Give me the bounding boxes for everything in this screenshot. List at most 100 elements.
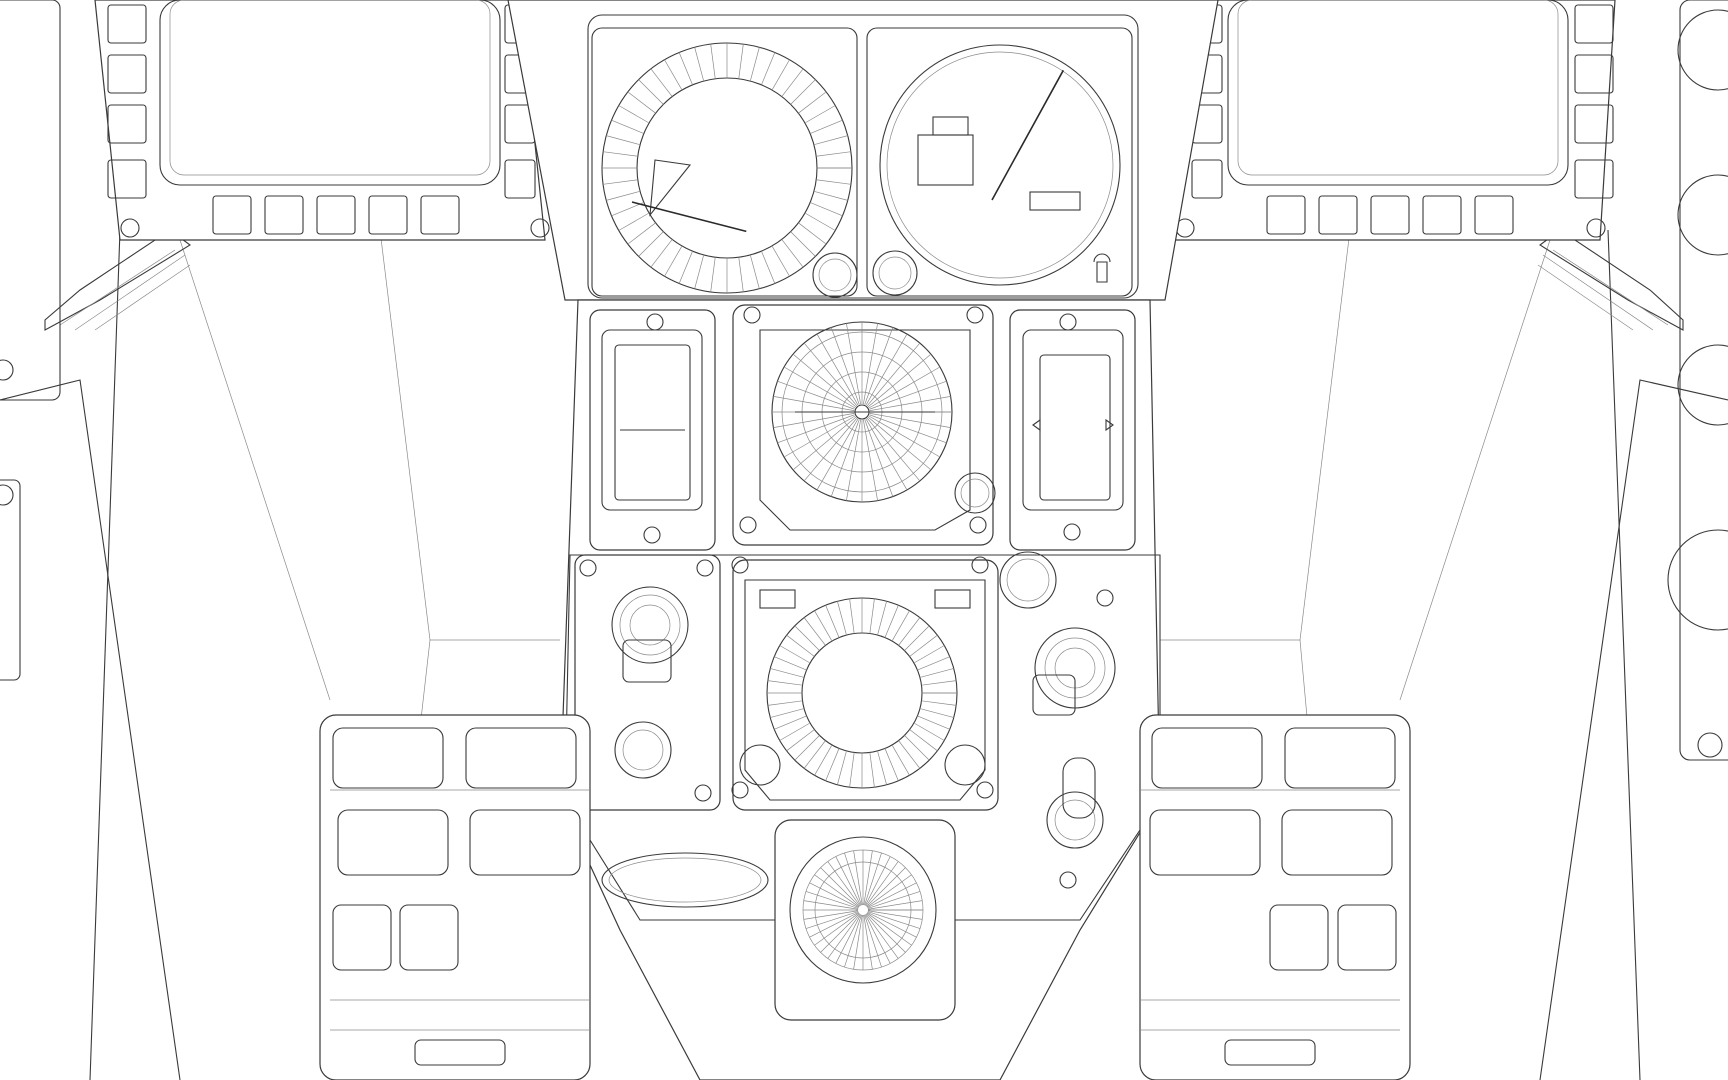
mfd-button[interactable] bbox=[368, 195, 408, 235]
dial-tick bbox=[738, 44, 744, 79]
trackball[interactable] bbox=[789, 836, 937, 984]
dial-tick bbox=[771, 245, 790, 277]
mfd-button[interactable] bbox=[504, 159, 536, 199]
screw bbox=[971, 556, 989, 574]
dial-tick bbox=[820, 913, 860, 953]
heading-dial bbox=[731, 556, 999, 811]
gauge-needle bbox=[991, 69, 1065, 201]
mfd-button[interactable] bbox=[1318, 195, 1358, 235]
mfd-button[interactable] bbox=[107, 4, 147, 44]
mfd-button[interactable] bbox=[1574, 54, 1614, 94]
console-switch[interactable] bbox=[1269, 904, 1329, 971]
dial-tick bbox=[749, 47, 760, 82]
dial-tick bbox=[603, 179, 638, 185]
mfd-button[interactable] bbox=[1266, 195, 1306, 235]
console-switch[interactable] bbox=[1337, 904, 1397, 971]
dial-tick bbox=[710, 257, 716, 292]
mfd-button[interactable] bbox=[1574, 159, 1614, 199]
dial-tick bbox=[804, 105, 836, 124]
console-switch[interactable] bbox=[1281, 809, 1393, 876]
console-switch[interactable] bbox=[337, 809, 449, 876]
dial-tick bbox=[853, 850, 863, 906]
screw bbox=[739, 516, 757, 534]
dial-tick bbox=[863, 850, 873, 906]
mfd-button[interactable] bbox=[1474, 195, 1514, 235]
dial-tick bbox=[898, 617, 921, 646]
dial-tick bbox=[825, 748, 840, 781]
mfd-button[interactable] bbox=[107, 104, 147, 144]
dial-tick bbox=[761, 52, 776, 85]
dial-tick bbox=[627, 91, 656, 114]
dial-tick bbox=[864, 914, 882, 968]
dial-tick bbox=[816, 179, 851, 185]
mfd-button[interactable] bbox=[1422, 195, 1462, 235]
rotary-knob[interactable] bbox=[614, 721, 672, 779]
screw bbox=[743, 306, 761, 324]
adjust-knob[interactable] bbox=[812, 252, 858, 298]
dial-knob-right[interactable] bbox=[944, 744, 986, 786]
attitude-gauge bbox=[872, 44, 1121, 296]
screw bbox=[1059, 871, 1077, 889]
dial-tick bbox=[790, 231, 816, 257]
mfd-button[interactable] bbox=[264, 195, 304, 235]
dial-tick bbox=[867, 416, 932, 471]
mfd-button[interactable] bbox=[316, 195, 356, 235]
dial-tick bbox=[849, 752, 855, 788]
dial-tick bbox=[664, 245, 683, 277]
dial-knob-left[interactable] bbox=[739, 744, 781, 786]
dial-tick bbox=[803, 740, 826, 769]
dial-tick bbox=[816, 151, 851, 157]
rotary-knob[interactable] bbox=[999, 551, 1057, 609]
screw bbox=[643, 526, 661, 544]
mfd-button[interactable] bbox=[1574, 104, 1614, 144]
dial-tick bbox=[767, 680, 803, 686]
mfd-button[interactable] bbox=[107, 54, 147, 94]
dial-tick bbox=[864, 914, 891, 964]
toggle-lever[interactable] bbox=[1062, 757, 1096, 819]
console-switch[interactable] bbox=[399, 904, 459, 971]
dial-tick bbox=[664, 59, 683, 91]
dial-tick bbox=[866, 867, 906, 907]
mfd-button[interactable] bbox=[420, 195, 460, 235]
console-switch[interactable] bbox=[465, 727, 577, 789]
adjust-knob[interactable] bbox=[872, 250, 918, 296]
dial-tick bbox=[825, 605, 840, 638]
dial-tick bbox=[678, 52, 693, 85]
mfd-button[interactable] bbox=[1370, 195, 1410, 235]
console-switch[interactable] bbox=[332, 904, 392, 971]
dial-tick bbox=[864, 856, 891, 906]
dial-tick bbox=[909, 729, 938, 752]
console-switch[interactable] bbox=[1284, 727, 1396, 789]
dial-tick bbox=[865, 913, 899, 959]
mfd-button[interactable] bbox=[107, 159, 147, 199]
radar-gain-knob[interactable] bbox=[954, 472, 996, 514]
key-switch[interactable] bbox=[1093, 253, 1111, 283]
mfd-button[interactable] bbox=[212, 195, 252, 235]
dial-tick bbox=[827, 861, 861, 907]
left-lower-console bbox=[319, 714, 591, 1080]
stick-grip-ring[interactable] bbox=[601, 852, 769, 908]
dial-tick bbox=[827, 913, 861, 959]
left-control-block bbox=[571, 554, 721, 811]
dial-tick bbox=[738, 257, 744, 292]
console-switch[interactable] bbox=[1151, 727, 1263, 789]
mfd-button[interactable] bbox=[1191, 159, 1223, 199]
dial-tick bbox=[779, 645, 811, 664]
mfd-button[interactable] bbox=[1574, 4, 1614, 44]
dial-tick bbox=[767, 700, 803, 706]
dial-tick bbox=[783, 415, 856, 458]
dial-tick bbox=[803, 910, 859, 920]
console-switch[interactable] bbox=[469, 809, 581, 876]
dial-tick bbox=[777, 414, 855, 444]
console-switch[interactable] bbox=[1149, 809, 1261, 876]
dial-tick bbox=[921, 680, 957, 686]
screw bbox=[120, 218, 140, 238]
dial-tick bbox=[813, 135, 848, 146]
toggle-knob[interactable] bbox=[1046, 791, 1104, 849]
dial-tick bbox=[867, 900, 923, 910]
console-switch[interactable] bbox=[332, 727, 444, 789]
rotary-selector[interactable] bbox=[611, 586, 689, 664]
dial-tick bbox=[774, 656, 807, 671]
